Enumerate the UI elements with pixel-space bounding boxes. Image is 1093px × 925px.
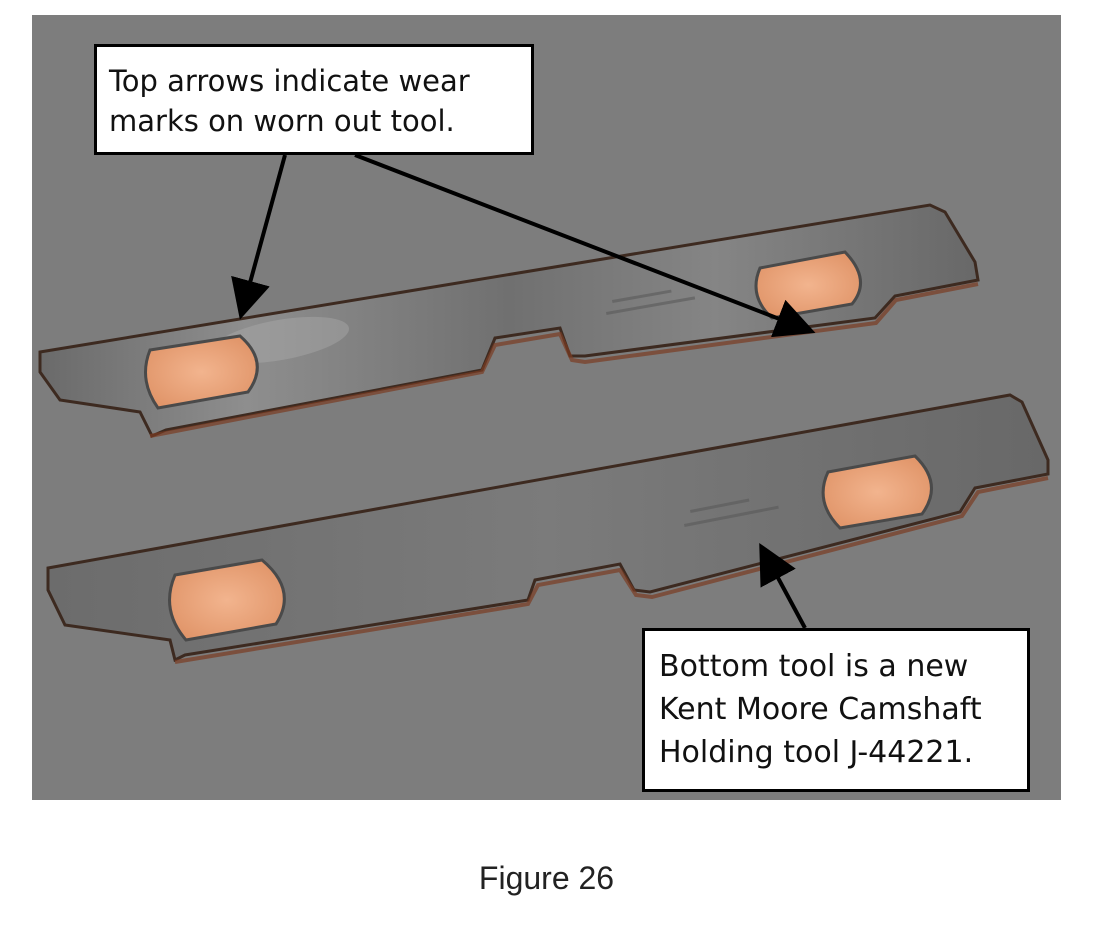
annotation-arrows: [231, 153, 816, 629]
new-tool: [46, 393, 1050, 664]
worn-tool-hole-left: [144, 334, 259, 410]
callout-bottom-line-2: Kent Moore Camshaft: [659, 692, 982, 727]
callout-bottom-line-1: Bottom tool is a new: [659, 649, 969, 684]
worn-tool: [38, 203, 980, 438]
callout-bottom-line-3: Holding tool J-44221.: [659, 735, 974, 770]
arrow-to-worn-right-hole: [354, 153, 816, 338]
callout-bottom: Bottom tool is a new Kent Moore Camshaft…: [642, 628, 1030, 792]
new-tool-hole-left: [168, 558, 286, 642]
callout-top-line-2: marks on worn out tool.: [109, 104, 455, 138]
callout-top-line-1: Top arrows indicate wear: [109, 64, 470, 98]
new-tool-hole-right: [821, 454, 933, 530]
arrow-to-new-tool: [759, 542, 807, 629]
callout-top: Top arrows indicate wear marks on worn o…: [94, 44, 534, 155]
figure-caption: Figure 26: [478, 860, 615, 896]
arrow-to-worn-left-hole: [231, 154, 287, 320]
